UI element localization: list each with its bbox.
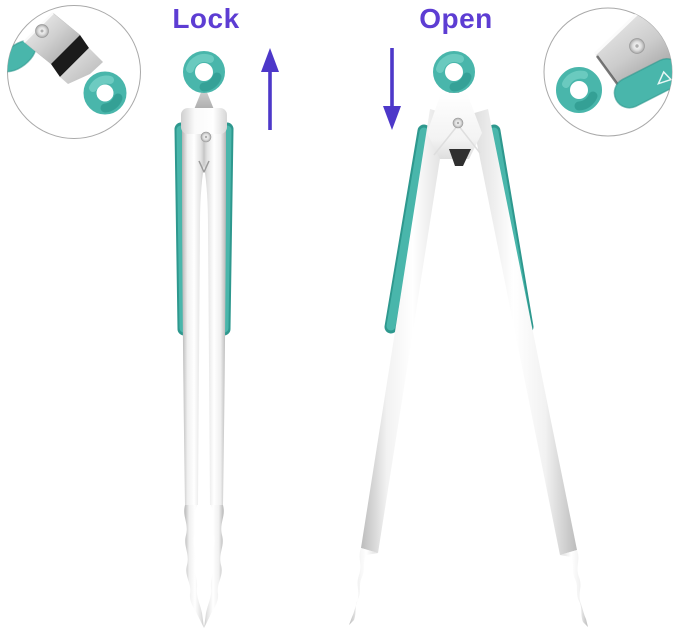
pull-ring <box>183 51 225 93</box>
arm-right <box>204 112 226 505</box>
open-annotation-label: Open <box>419 3 493 34</box>
lock-head <box>181 108 227 134</box>
lock-opening <box>51 35 89 77</box>
block-highlight-edge <box>593 8 643 56</box>
scalloped-blade-right <box>560 550 588 627</box>
arm-right <box>471 109 577 555</box>
tongs-open <box>349 51 588 627</box>
pull-ring <box>83 71 127 115</box>
lock-annotation-label: Lock <box>172 3 240 34</box>
tongs-locked <box>174 51 234 628</box>
rivet-center <box>40 29 44 33</box>
pull-ring <box>556 67 602 113</box>
rivet-center <box>635 44 639 48</box>
arm-left <box>361 109 447 553</box>
arm-split-notch <box>198 160 210 173</box>
scalloped-blade-right <box>204 505 224 628</box>
down-arrow-icon <box>383 48 401 130</box>
metal-flange <box>60 48 103 84</box>
silicone-grip-left <box>384 124 431 334</box>
inset-open-detail <box>543 7 673 137</box>
inset-lock-detail <box>7 5 141 139</box>
head-creases <box>433 124 481 156</box>
brand-logo-icon <box>657 70 672 85</box>
scalloped-blade-left <box>184 505 204 628</box>
arm-left <box>182 112 204 505</box>
pivot-opening <box>449 149 471 166</box>
silicone-grip <box>613 58 672 109</box>
rivet-center <box>456 121 460 125</box>
up-arrow-icon <box>261 48 279 130</box>
pull-ring <box>433 51 475 93</box>
scalloped-blade-left <box>349 548 378 625</box>
rivet-center <box>204 135 208 139</box>
